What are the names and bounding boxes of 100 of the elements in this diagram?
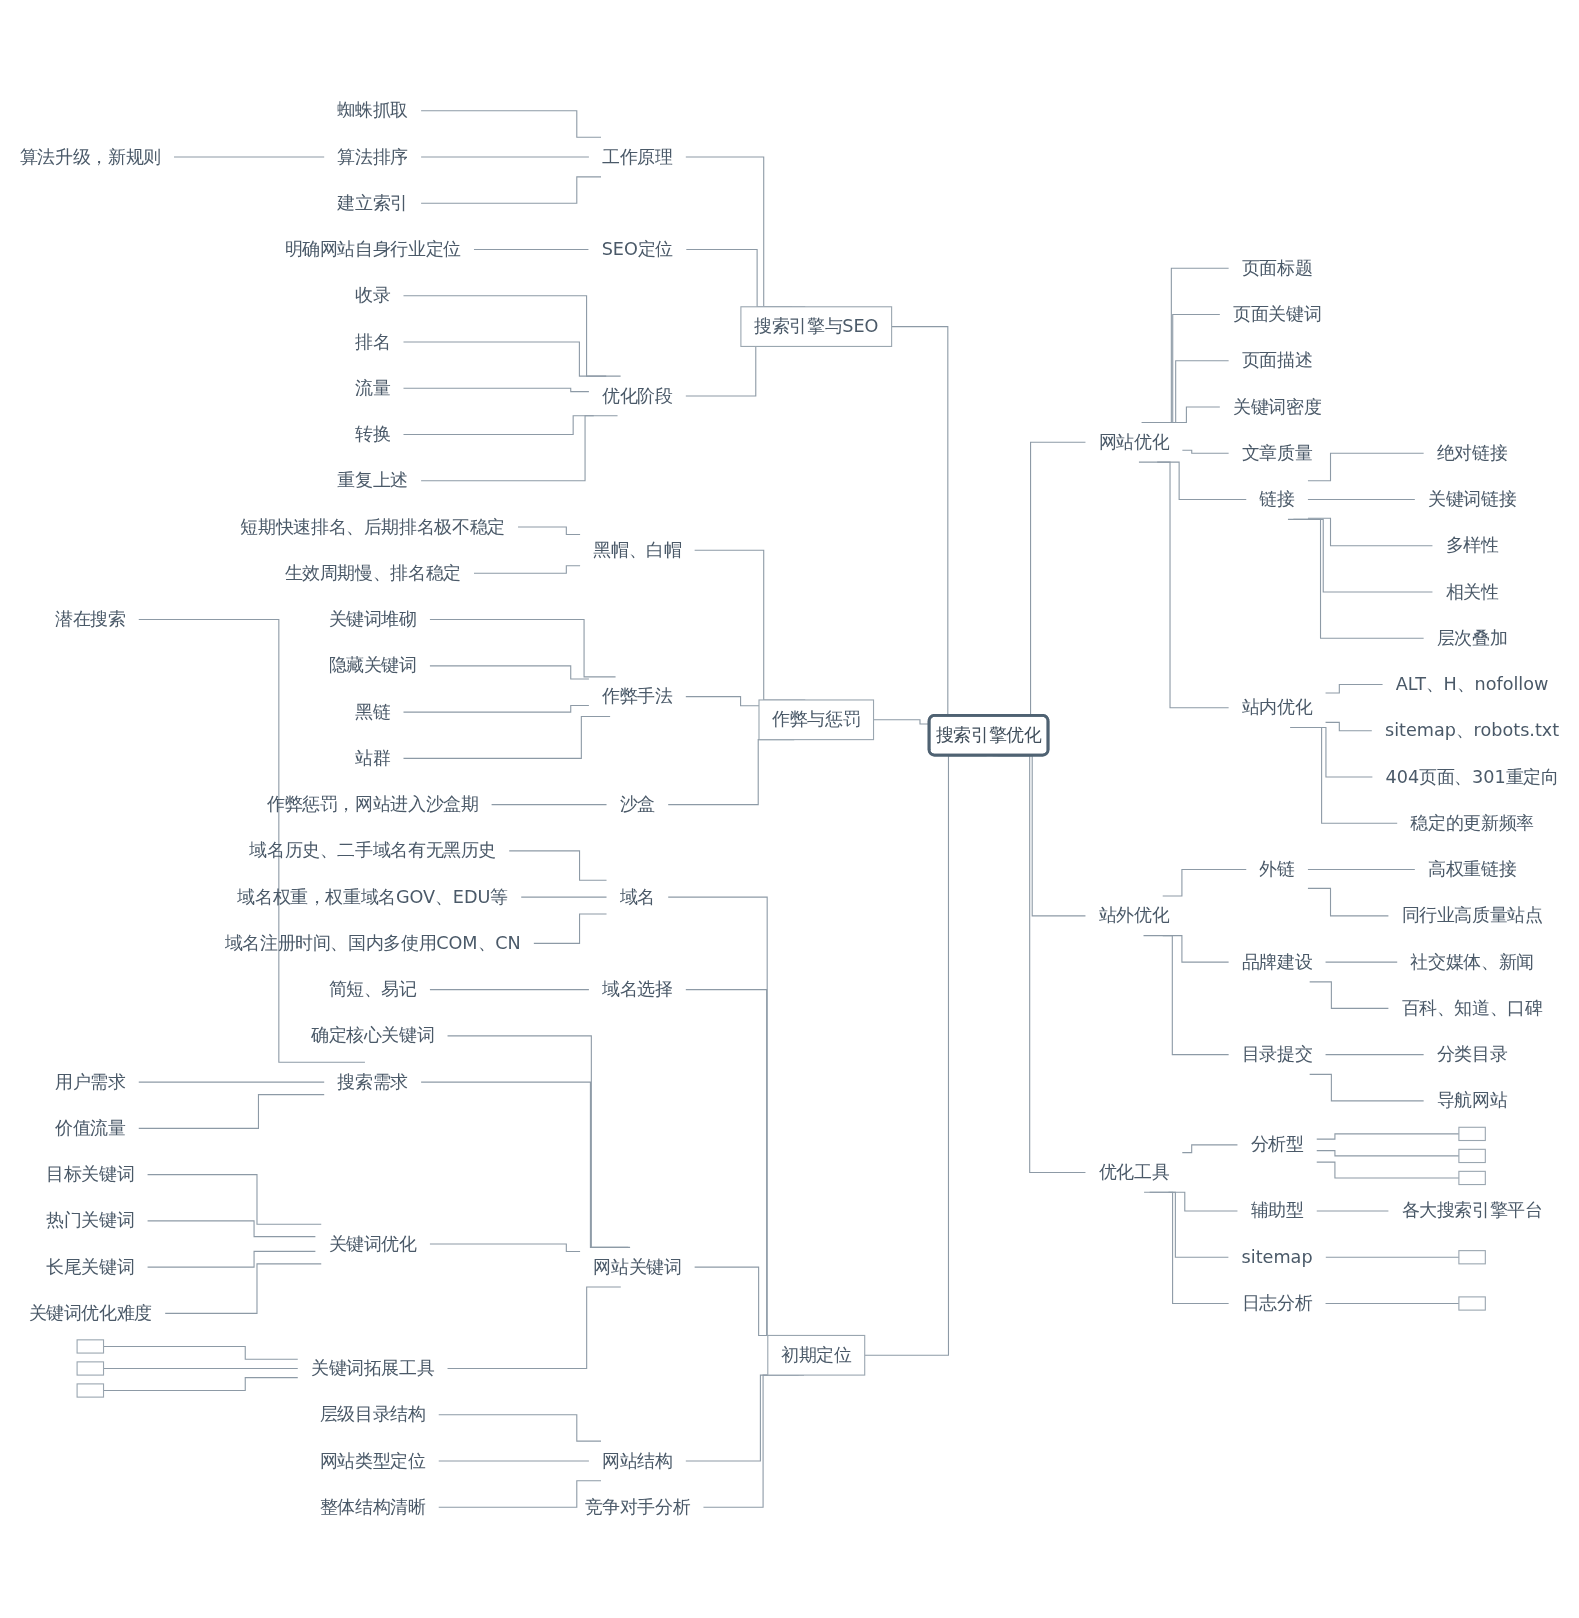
node-text: 层级目录结构 — [319, 1403, 426, 1425]
connector — [447, 1286, 622, 1370]
connector — [429, 1243, 581, 1253]
connector — [1325, 684, 1384, 694]
node-text: 网站优化 — [1098, 431, 1170, 453]
node-text: 站群 — [355, 747, 391, 769]
node-text: 页面标题 — [1241, 257, 1313, 279]
node-text: 转换 — [355, 423, 391, 445]
connector — [402, 295, 622, 377]
node-text: 搜索需求 — [337, 1071, 408, 1093]
node-text: 确定核心关键词 — [310, 1024, 435, 1046]
connector — [138, 1081, 325, 1083]
node-text: ALT、H、nofollow — [1395, 673, 1549, 695]
node-text: 排名 — [355, 331, 391, 352]
node-text: 页面关键词 — [1233, 303, 1322, 325]
connector — [1307, 452, 1425, 482]
node-text: 稳定的更新频率 — [1410, 812, 1534, 834]
connector — [420, 415, 619, 482]
node-text: 整体结构清晰 — [319, 1496, 426, 1518]
node-text: 网站结构 — [602, 1449, 673, 1471]
connector — [438, 1480, 602, 1508]
node-box — [76, 1361, 105, 1376]
node-text: 链接 — [1259, 488, 1295, 510]
node-text: 高权重链接 — [1428, 858, 1517, 880]
node-text: 长尾关键词 — [46, 1256, 135, 1278]
connector — [138, 619, 366, 1063]
connector — [1316, 1133, 1460, 1140]
node-box: 初期定位 — [767, 1334, 866, 1376]
connector — [402, 387, 590, 393]
connector — [147, 1174, 322, 1225]
node-text: 网站关键词 — [593, 1256, 682, 1278]
node-text: 作弊惩罚，网站进入沙盒期 — [266, 793, 479, 815]
node-text: 域名权重，权重域名GOV、EDU等 — [237, 886, 508, 908]
connector — [420, 1081, 629, 1248]
node-box — [1458, 1250, 1486, 1265]
connector — [508, 850, 608, 881]
connector — [1325, 961, 1398, 963]
node-text: 域名注册时间、国内多使用COM、CN — [224, 932, 521, 954]
connector — [1316, 1210, 1389, 1212]
node-box — [76, 1339, 105, 1354]
node-text: 价值流量 — [55, 1117, 126, 1139]
node-text: 重复上述 — [337, 469, 408, 491]
node-text: 各大搜索引擎平台 — [1401, 1199, 1543, 1221]
node-text: 关键词优化 — [328, 1233, 417, 1254]
connector — [1307, 887, 1389, 917]
node-text: 流量 — [355, 377, 391, 399]
connector — [447, 1035, 631, 1248]
node-text: 页面描述 — [1241, 349, 1313, 371]
node-text: 站外优化 — [1098, 904, 1170, 926]
connector — [1309, 981, 1389, 1009]
node-text: 生效周期慢、排名稳定 — [284, 562, 461, 584]
connector — [1289, 726, 1398, 824]
connector — [429, 989, 590, 991]
node-text: 域名历史、二手域名有无黑历史 — [249, 839, 496, 861]
connector — [1309, 1073, 1425, 1102]
node-text: 用户需求 — [55, 1071, 126, 1093]
connector — [517, 526, 581, 536]
node-text: 作弊手法 — [602, 685, 673, 707]
connector — [164, 1263, 322, 1314]
node-text: 简短、易记 — [328, 978, 417, 1000]
connector — [420, 156, 590, 158]
connector — [1325, 1256, 1460, 1258]
connector — [420, 110, 602, 138]
connector — [1138, 461, 1230, 709]
node-text: 黑链 — [355, 701, 391, 722]
connector — [103, 1367, 299, 1370]
node-box — [1458, 1126, 1486, 1142]
connector — [147, 1220, 316, 1238]
connector — [138, 1094, 325, 1129]
connector — [103, 1345, 299, 1360]
connector — [1143, 313, 1221, 423]
connector — [438, 1414, 602, 1442]
node-box — [76, 1383, 105, 1398]
node-text: 目标关键词 — [46, 1163, 135, 1185]
node-text: 建立索引 — [337, 192, 408, 214]
connector — [1143, 1191, 1230, 1305]
node-box: 搜索引擎与SEO — [740, 306, 893, 347]
node-text: 404页面、301重定向 — [1385, 766, 1559, 787]
connector — [491, 804, 608, 806]
node-box — [1458, 1148, 1486, 1164]
node-text: 蜘蛛抓取 — [337, 99, 408, 121]
node-text: SEO定位 — [601, 238, 674, 260]
node-text: 工作原理 — [602, 145, 673, 167]
node-text: 关键词优化难度 — [28, 1302, 152, 1324]
connector — [1162, 869, 1247, 897]
connector — [1141, 267, 1230, 423]
connector — [420, 176, 602, 204]
connector — [429, 619, 617, 678]
node-text: 分析型 — [1250, 1133, 1304, 1155]
node-text: 百科、知道、口碑 — [1401, 997, 1543, 1019]
connector — [429, 665, 590, 680]
node-text: 目录提交 — [1241, 1043, 1313, 1065]
node-text: 日志分析 — [1241, 1292, 1313, 1314]
node-text: 绝对链接 — [1436, 442, 1508, 464]
node-text: 域名 — [619, 886, 655, 908]
connector — [1325, 721, 1373, 732]
node-text: 关键词堆砌 — [328, 608, 417, 630]
connector — [147, 1250, 316, 1268]
connector — [1307, 517, 1433, 547]
node-text: 潜在搜索 — [55, 608, 126, 630]
